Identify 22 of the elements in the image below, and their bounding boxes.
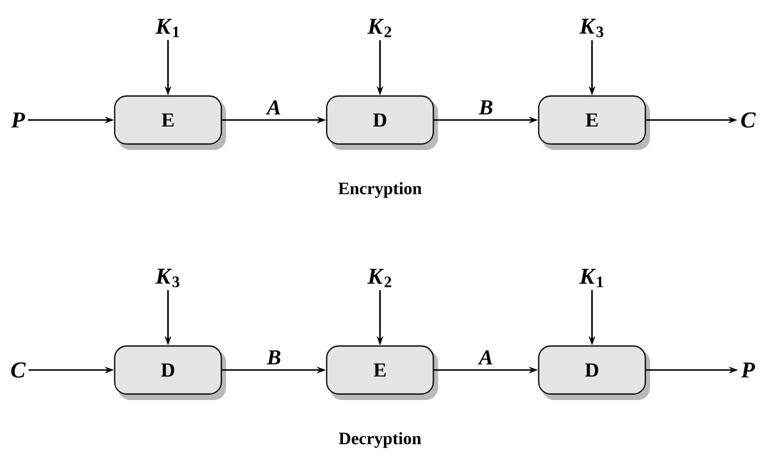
terminal-label: C <box>11 362 26 378</box>
edge-label: B <box>266 350 280 364</box>
caption: Decryption <box>338 432 422 448</box>
terminal-label: P <box>741 362 756 378</box>
terminal-label: P <box>11 112 26 128</box>
key-label: K$_{3}$ <box>155 268 180 288</box>
process-box: E <box>114 95 226 150</box>
key-label: K$_{2}$ <box>367 268 392 288</box>
edge-label: B <box>478 100 492 114</box>
caption: Encryption <box>338 182 422 198</box>
key-label: K$_{3}$ <box>579 18 604 38</box>
edge-label: A <box>266 100 280 114</box>
process-box: D <box>326 95 438 150</box>
edge-label: A <box>478 350 492 364</box>
process-box: E <box>326 345 438 400</box>
process-box: D <box>114 345 226 400</box>
process-box: D <box>538 345 650 400</box>
terminal-label: C <box>741 112 756 128</box>
key-label: K$_{1}$ <box>155 18 179 38</box>
process-box: E <box>538 95 650 150</box>
key-label: K$_{2}$ <box>367 18 392 38</box>
key-label: K$_{1}$ <box>579 268 603 288</box>
